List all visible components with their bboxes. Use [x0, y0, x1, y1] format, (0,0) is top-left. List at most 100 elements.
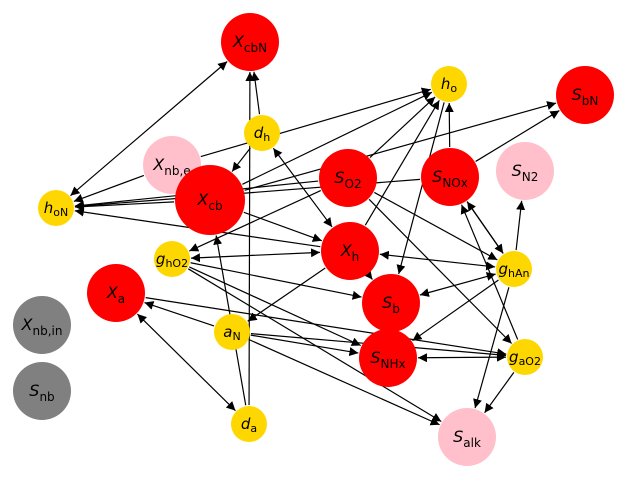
node-da: da [231, 406, 267, 442]
node-circle-Snb [13, 362, 71, 420]
edge-SNOx-ghAn [466, 201, 504, 254]
node-var: h [441, 75, 451, 93]
node-circle-dh [244, 115, 280, 151]
node-label-Xh: Xh [340, 241, 360, 264]
edge-ghAn-SNHx [412, 279, 499, 342]
node-SbN: SbN [556, 66, 614, 124]
node-sub: cbN [244, 41, 267, 55]
edge-SO2-ghAn [374, 191, 498, 261]
node-label-gaO2: gaO2 [509, 348, 541, 369]
node-circle-gaO2 [507, 339, 543, 375]
node-var: g [499, 260, 509, 278]
node-circle-ghO2 [154, 241, 190, 277]
node-sub: cb [208, 199, 222, 213]
node-SO2: SO2 [319, 149, 377, 207]
node-label-SNOx: SNOx [432, 167, 468, 190]
node-var: S [29, 381, 39, 400]
node-var: S [512, 161, 522, 180]
node-ho: ho [431, 66, 467, 102]
node-hoN: hoN [38, 190, 74, 226]
edge-ghAn-Sb [419, 272, 496, 297]
node-label-da: da [241, 415, 257, 436]
edge-Xa-gaO2 [145, 297, 507, 358]
node-var: S [334, 168, 344, 187]
node-sub: b [392, 302, 400, 316]
edge-ho-Xcb [242, 91, 433, 185]
node-var: g [509, 348, 519, 366]
node-circle-SNOx [421, 148, 479, 206]
edge-ghO2-SNHx [189, 266, 361, 347]
node-label-Sb: Sb [382, 293, 400, 316]
edge-gaO2-SNHx [417, 352, 507, 363]
node-Xa: Xa [87, 264, 145, 322]
edge-ho-SO2 [369, 96, 436, 159]
node-circle-SN2 [496, 142, 554, 200]
node-sub: alk [463, 436, 481, 450]
edge-Xnbe-hoN [73, 174, 145, 203]
node-var: X [152, 155, 165, 174]
node-circle-SO2 [319, 149, 377, 207]
node-Xcb: Xcb [175, 165, 245, 235]
node-var: S [572, 85, 582, 104]
node-sub: N [232, 330, 240, 343]
node-circle-Xa [87, 264, 145, 322]
node-var: h [44, 199, 54, 217]
node-var: S [453, 427, 463, 446]
node-var: X [196, 190, 209, 209]
node-var: X [232, 32, 245, 51]
node-var: d [241, 415, 251, 433]
node-circle-Xcb [175, 165, 245, 235]
edge-dh-XcbN [250, 71, 261, 115]
edge-ghAn-Xh [379, 250, 496, 271]
node-var: S [382, 293, 392, 312]
node-SN2: SN2 [496, 142, 554, 200]
node-ghO2: ghO2 [154, 241, 190, 277]
node-label-Xnbin: Xnb,in [21, 315, 63, 338]
edge-SO2-ghO2 [189, 189, 321, 252]
node-label-ghO2: ghO2 [156, 250, 188, 271]
node-sub: N2 [522, 170, 539, 184]
node-ghAn: ghAn [496, 251, 532, 287]
edge-SbN-Xcb [244, 101, 557, 191]
node-sub: NOx [442, 176, 468, 190]
node-var: S [432, 167, 442, 186]
node-circle-da [231, 406, 267, 442]
node-label-hoN: hoN [44, 199, 68, 220]
node-sub: nb,in [32, 324, 62, 338]
node-Snb: Snb [13, 362, 71, 420]
edge-ghO2-Xh [190, 248, 321, 263]
node-label-SNHx: SNHx [370, 348, 405, 371]
node-gaO2: gaO2 [507, 339, 543, 375]
node-label-Xnbe: Xnb,e [152, 155, 190, 178]
node-sub: hO2 [165, 257, 188, 270]
edge-gaO2-Salk [484, 372, 515, 414]
node-label-dh: dh [254, 124, 271, 145]
node-sub: nb,e [164, 164, 190, 178]
node-label-ho: ho [441, 75, 458, 96]
edge-ghAn-SN2 [515, 200, 526, 251]
node-label-SbN: SbN [572, 85, 599, 108]
node-SNHx: SNHx [359, 329, 417, 387]
node-sub: a [118, 292, 125, 306]
node-sub: h [263, 131, 270, 144]
node-circle-aN [214, 314, 250, 350]
node-label-Xa: Xa [106, 283, 125, 306]
edge-SO2-gaO2 [368, 198, 513, 344]
node-SNOx: SNOx [421, 148, 479, 206]
edge-Xcb-hoN [74, 201, 175, 212]
node-var: d [254, 124, 264, 142]
edge-ho-Sb [396, 102, 445, 275]
edge-dh-Xh [272, 147, 333, 228]
node-sub: bN [582, 94, 599, 108]
edge-Xcb-Xh [243, 211, 323, 242]
node-var: X [21, 315, 34, 334]
node-Xh: Xh [321, 222, 379, 280]
edge-Xh-Sb [363, 269, 373, 280]
edge-ho-Xnbe [200, 87, 431, 158]
node-Salk: Salk [438, 408, 496, 466]
node-sub: h [352, 250, 360, 264]
node-sub: o [450, 82, 457, 95]
node-circle-Xh [321, 222, 379, 280]
node-circle-Salk [438, 408, 496, 466]
